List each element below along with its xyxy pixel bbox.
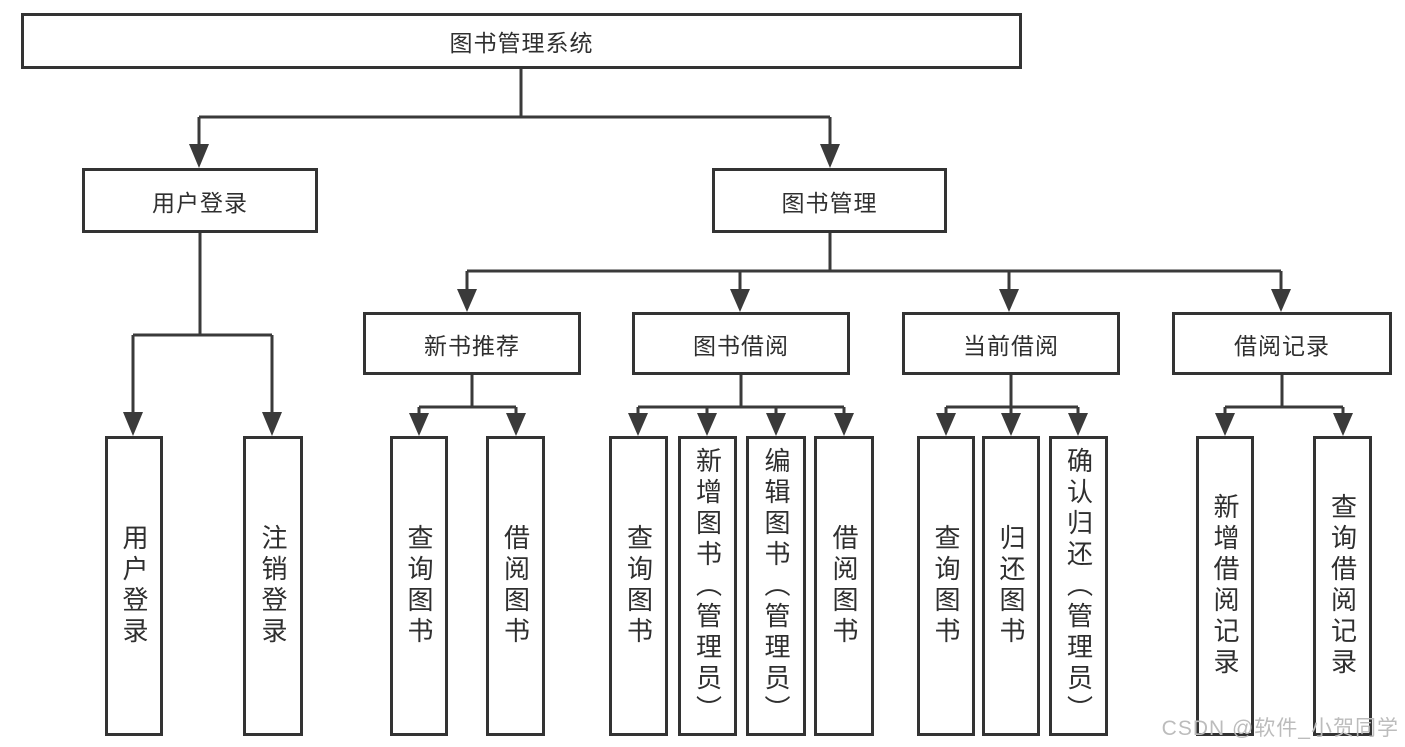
csdn-watermark: CSDN @软件_小贺同学	[1161, 717, 1399, 740]
leaf-query-borrow-record: 查询借阅记录	[1313, 436, 1372, 736]
leaf-query-books-recommend: 查询图书	[390, 436, 448, 736]
node-current-borrowing: 当前借阅	[902, 312, 1120, 375]
leaf-add-borrow-record: 新增借阅记录	[1196, 436, 1254, 736]
node-label: 用户登录	[119, 524, 149, 648]
leaf-query-books-current: 查询图书	[917, 436, 975, 736]
leaf-logout: 注销登录	[243, 436, 303, 736]
node-label: 借阅记录	[1234, 332, 1330, 359]
leaf-borrow-books: 借阅图书	[814, 436, 874, 736]
node-label: 图书管理系统	[449, 30, 594, 56]
leaf-borrow-books-recommend: 借阅图书	[486, 436, 545, 736]
node-label: 图书借阅	[693, 332, 789, 359]
node-book-borrowing: 图书借阅	[632, 312, 850, 375]
leaf-edit-books-admin: 编辑图书（管理员）	[746, 436, 806, 736]
leaf-confirm-return-admin: 确认归还（管理员）	[1049, 436, 1108, 736]
node-label: 借阅图书	[500, 524, 531, 648]
node-label: 新书推荐	[424, 332, 520, 359]
leaf-add-books-admin: 新增图书（管理员）	[678, 436, 737, 736]
node-label: 编辑图书（管理员）	[761, 446, 791, 726]
node-label: 归还图书	[996, 524, 1026, 648]
node-label: 查询借阅记录	[1327, 493, 1358, 679]
node-library-management-system: 图书管理系统	[21, 13, 1022, 69]
node-label: 注销登录	[258, 524, 288, 648]
node-label: 图书管理	[781, 189, 878, 216]
leaf-user-login: 用户登录	[105, 436, 163, 736]
node-label: 查询图书	[623, 524, 654, 648]
node-label: 查询图书	[931, 524, 961, 648]
node-label: 新增图书（管理员）	[692, 446, 723, 726]
node-label: 借阅图书	[829, 524, 859, 648]
node-label: 当前借阅	[963, 332, 1059, 359]
leaf-query-books-borrowing: 查询图书	[609, 436, 668, 736]
node-label: 确认归还（管理员）	[1063, 446, 1094, 726]
node-label: 新增借阅记录	[1210, 493, 1240, 679]
node-book-management: 图书管理	[712, 168, 947, 233]
node-user-login: 用户登录	[82, 168, 318, 233]
node-borrowing-records: 借阅记录	[1172, 312, 1392, 375]
node-label: 查询图书	[404, 524, 434, 648]
leaf-return-books: 归还图书	[982, 436, 1040, 736]
node-label: 用户登录	[152, 189, 248, 216]
node-new-book-recommendation: 新书推荐	[363, 312, 581, 375]
